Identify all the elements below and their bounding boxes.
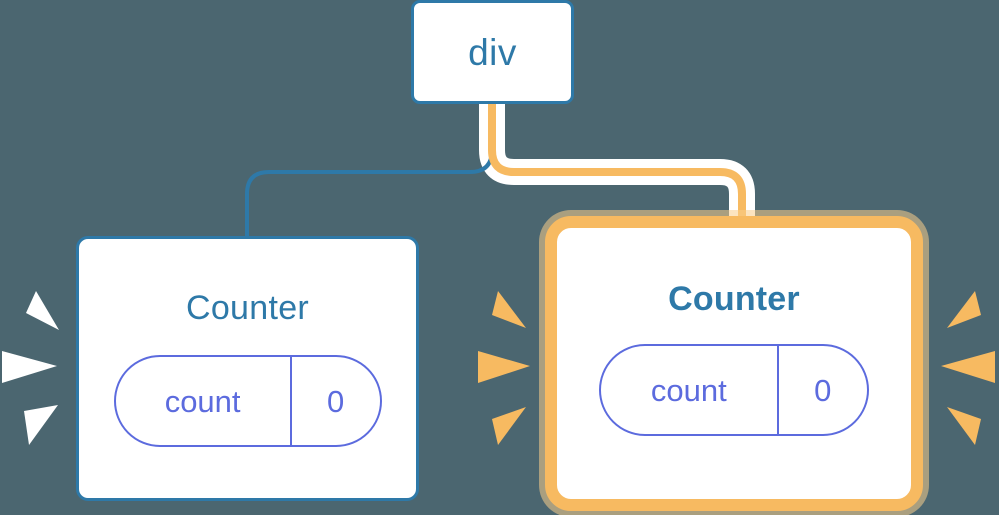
node-div-label: div (468, 31, 517, 73)
node-counter-right-title: Counter (668, 280, 800, 318)
edge-div-to-counter-right-halo (479, 104, 755, 230)
state-pill-count-left: count 0 (113, 355, 382, 447)
edge-div-to-counter-right (488, 104, 746, 232)
node-counter-right[interactable]: Counter count 0 (545, 216, 923, 511)
state-value-label: 0 (326, 383, 345, 419)
state-value-label: 0 (814, 372, 832, 408)
state-pill-count-right: count 0 (599, 344, 869, 436)
node-div[interactable]: div (411, 0, 574, 104)
state-key-label: count (116, 357, 292, 445)
state-key-label: count (601, 346, 779, 434)
node-counter-left[interactable]: Counter count 0 (76, 236, 419, 501)
node-counter-left-title: Counter (185, 289, 310, 327)
edge-div-to-counter-left (245, 104, 494, 240)
